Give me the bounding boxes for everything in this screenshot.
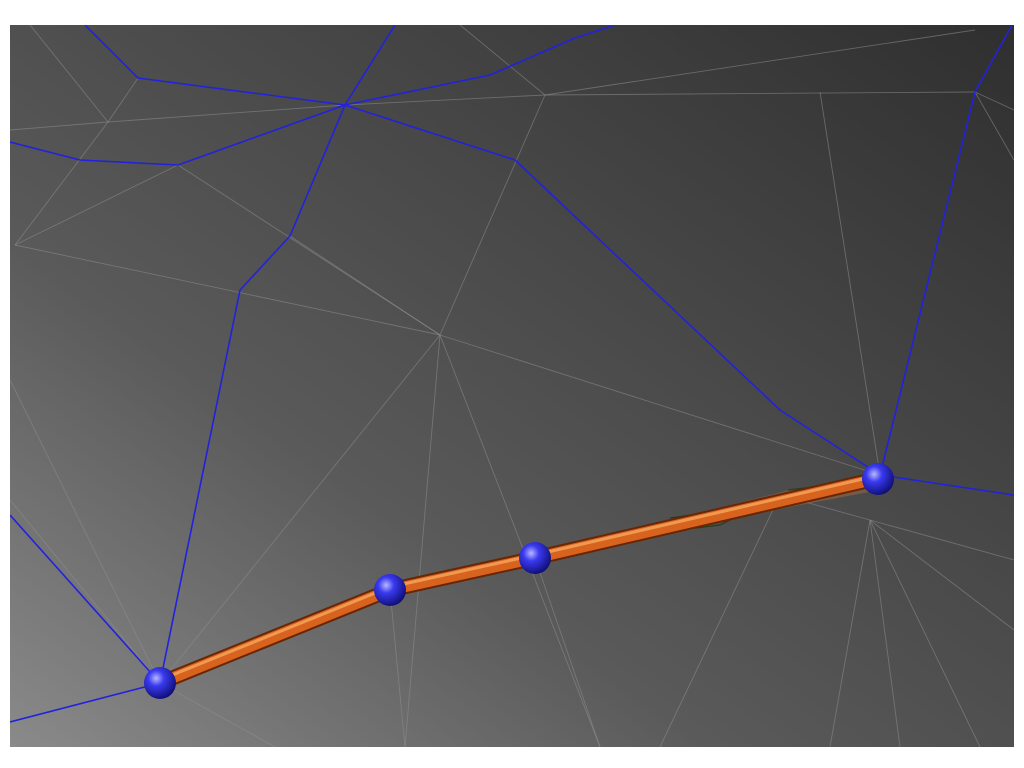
mesh-edge (869, 519, 981, 747)
mesh-edge (534, 557, 601, 747)
boundary-edges (10, 25, 1014, 723)
boundary-edge (10, 682, 161, 723)
mesh-edge (10, 499, 161, 684)
boundary-edge (879, 474, 1014, 496)
mesh-edge (389, 589, 406, 747)
mesh-edge (439, 94, 546, 336)
mesh-edge (289, 235, 441, 336)
mesh-edge (659, 494, 781, 747)
mesh-edge (544, 29, 976, 96)
mesh-edge (869, 519, 901, 747)
mesh-edge (869, 519, 1014, 631)
path-vertices[interactable] (144, 463, 894, 699)
mesh-edge (439, 334, 601, 747)
mesh-edge (974, 91, 1014, 111)
path-tube-body (154, 472, 886, 689)
vertex-marker[interactable] (519, 542, 551, 574)
boundary-edge (84, 25, 616, 106)
mesh-edge (819, 91, 881, 476)
mesh-edge (159, 682, 276, 747)
mesh-edge (14, 244, 441, 336)
vertex-marker[interactable] (862, 463, 894, 495)
path-tube-highlight (158, 473, 882, 682)
boundary-edge (879, 25, 1013, 476)
mesh-edge (14, 164, 179, 246)
mesh-edge (869, 519, 1014, 561)
mesh-edge (10, 121, 109, 131)
mesh-edge (29, 25, 109, 123)
boundary-edge (10, 514, 161, 684)
mesh-edge (459, 25, 546, 96)
mesh-edge (10, 379, 161, 684)
mesh-edge (439, 334, 881, 476)
mesh-edge (107, 104, 346, 123)
selected-path-tube[interactable] (152, 470, 888, 691)
mesh-edge (544, 91, 976, 96)
vertex-marker[interactable] (374, 574, 406, 606)
viewport-background (10, 25, 1014, 747)
mesh-edge (14, 121, 109, 246)
mesh-edge (974, 91, 1014, 161)
3d-viewport[interactable] (10, 25, 1014, 747)
mesh-edge (404, 334, 441, 747)
mesh-edges (10, 25, 1014, 747)
mesh-edge (344, 94, 546, 106)
mesh-edge (829, 519, 871, 747)
vertex-marker[interactable] (144, 667, 176, 699)
boundary-edge (159, 25, 396, 684)
mesh-edge (107, 77, 139, 123)
mesh-edge (159, 334, 441, 684)
mesh-scene[interactable] (10, 25, 1014, 747)
